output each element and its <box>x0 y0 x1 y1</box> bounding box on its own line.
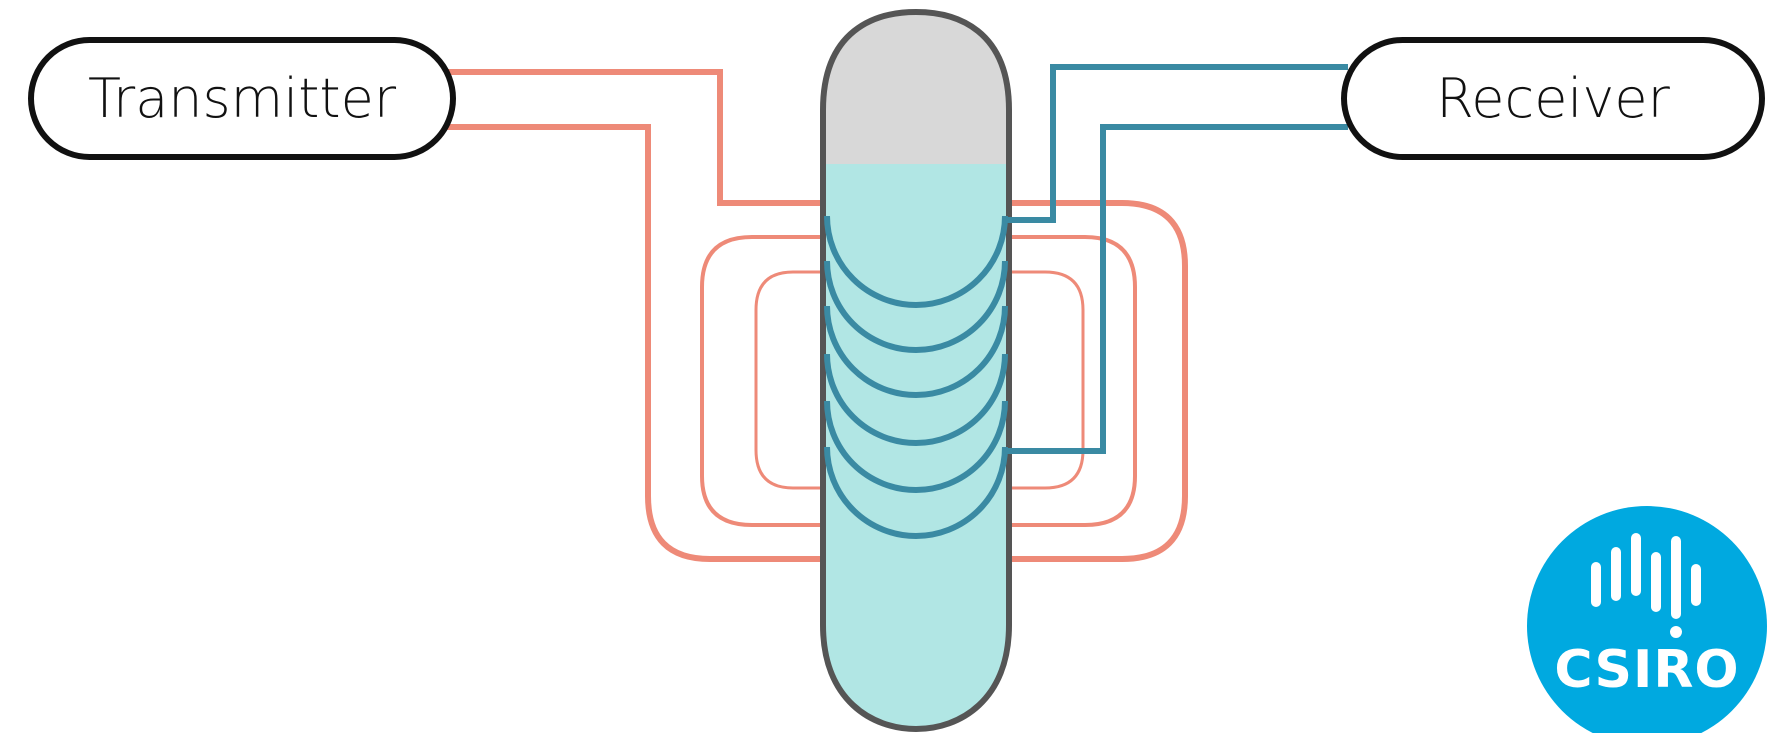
tube-headspace <box>823 12 1009 164</box>
tube-liquid <box>823 164 1009 729</box>
logo-dot <box>1670 626 1682 638</box>
tube-outline <box>820 8 1012 733</box>
receiver-turn-3 <box>824 305 1008 398</box>
receiver-turn-6 <box>824 446 1008 539</box>
transmitter-loop-inner <box>754 270 1085 490</box>
receiver-turn-1 <box>824 215 1008 308</box>
receiver-wire-lower <box>1007 124 1348 454</box>
logo-bars-icon <box>1591 533 1701 619</box>
transmitter-node: Transmitter <box>28 37 456 160</box>
transmitter-wire-top <box>440 69 1188 562</box>
receiver-pill <box>1341 37 1765 160</box>
transmitter-label: Transmitter <box>88 67 397 130</box>
receiver-coil <box>824 64 1348 539</box>
transmitter-pill <box>28 37 456 160</box>
transmitter-loop-middle <box>700 235 1137 527</box>
transmitter-coil <box>440 69 1188 562</box>
logo-text: CSIRO <box>1554 640 1739 700</box>
csiro-logo: CSIRO <box>1527 506 1767 733</box>
receiver-turn-2 <box>824 260 1008 353</box>
receiver-label: Receiver <box>1436 67 1670 130</box>
receiver-node: Receiver <box>1341 37 1765 160</box>
sample-tube <box>820 8 1012 733</box>
receiver-turn-5 <box>824 400 1008 493</box>
receiver-turn-4 <box>824 353 1008 446</box>
logo-circle <box>1527 506 1767 733</box>
receiver-wire-upper <box>1007 64 1348 223</box>
